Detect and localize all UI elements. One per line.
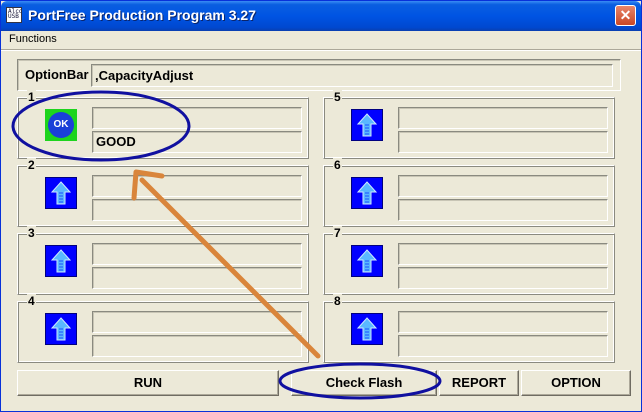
slot-number: 5 [333,90,342,104]
menu-functions[interactable]: Functions [9,33,57,45]
menu-separator [1,49,641,51]
slot-number: 1 [27,90,36,104]
up-arrow-icon [351,245,383,277]
window-title: PortFree Production Program 3.27 [28,7,256,23]
slot-line2-field [398,267,608,289]
optionbar-field[interactable]: ,CapacityAdjust [91,64,613,87]
close-icon: ✕ [619,7,632,23]
slot-line1-field [92,107,302,129]
up-arrow-icon [351,313,383,345]
ok-label: OK [48,112,74,138]
up-arrow-icon [45,177,77,209]
option-button[interactable]: OPTION [521,370,631,396]
slot-group-5 [323,97,615,159]
optionbar-label: OptionBar [25,67,89,82]
slot-number: 3 [27,226,36,240]
slot-number: 6 [333,158,342,172]
slot-number: 8 [333,294,342,308]
up-arrow-icon [351,109,383,141]
slot-group-6 [323,165,615,227]
up-arrow-icon [45,313,77,345]
ok-icon: OK [45,109,77,141]
title-bar[interactable]: Alcor USB PortFree Production Program 3.… [1,1,641,31]
app-icon: Alcor USB [6,7,22,23]
run-button[interactable]: RUN [17,370,279,396]
up-arrow-icon [45,245,77,277]
slot-number: 2 [27,158,36,172]
slot-line1-field [92,175,302,197]
slot-line2-field [92,267,302,289]
slot-group-7 [323,233,615,295]
menu-bar: Functions [5,31,637,49]
slot-line2-field [92,335,302,357]
up-arrow-icon [351,177,383,209]
slot-line1-field [92,243,302,265]
report-button[interactable]: REPORT [439,370,519,396]
slot-line2-field [92,199,302,221]
slot-line2-field [398,199,608,221]
slot-line2-field [398,335,608,357]
slot-line1-field [398,175,608,197]
slot-line2-field [398,131,608,153]
slot-line1-field [398,107,608,129]
slot-line2-field: GOOD [92,131,302,153]
slot-number: 4 [27,294,36,308]
close-button[interactable]: ✕ [615,5,636,26]
check-flash-button[interactable]: Check Flash [291,370,437,396]
slot-line1-field [398,243,608,265]
slot-number: 7 [333,226,342,240]
slot-line1-field [92,311,302,333]
slot-group-8 [323,301,615,363]
slot-line1-field [398,311,608,333]
